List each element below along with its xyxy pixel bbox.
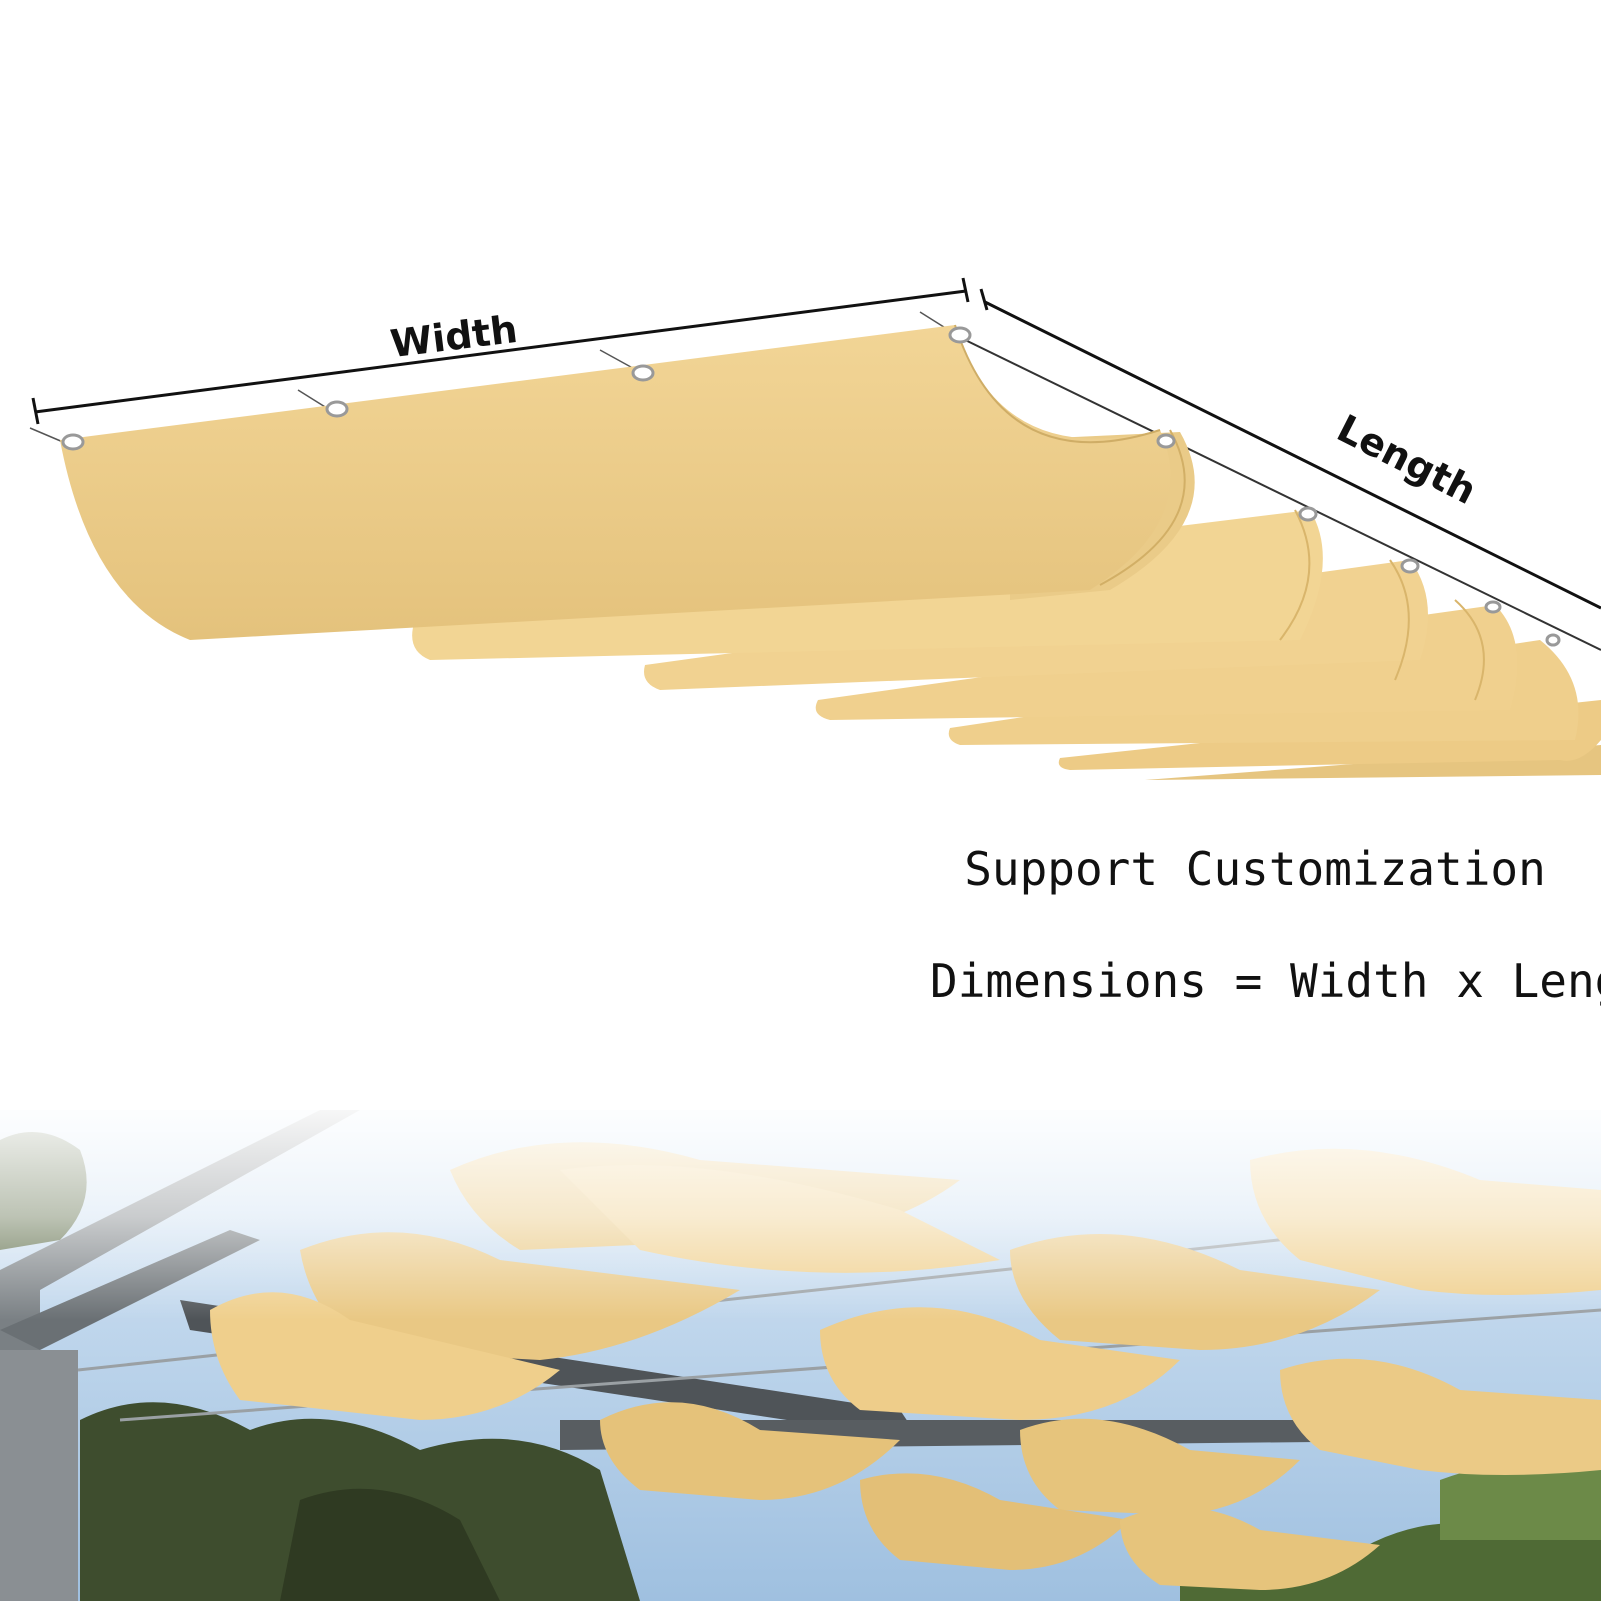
guide-wire <box>954 334 1601 651</box>
width-label: Width <box>388 307 520 366</box>
photo-fade <box>0 1090 1601 1320</box>
support-customization-caption: Support Customization <box>964 842 1546 896</box>
pergola-photo <box>0 1090 1601 1601</box>
canopy-diagram: Width Length <box>29 277 1601 780</box>
width-dimension-line <box>31 277 970 425</box>
length-dimension-line <box>979 288 1601 610</box>
grommets <box>61 326 1561 647</box>
dimensions-caption: Dimensions = Width x Length <box>930 954 1601 1008</box>
length-label: Length <box>1330 406 1483 513</box>
canopy-front-panel <box>60 325 1171 640</box>
